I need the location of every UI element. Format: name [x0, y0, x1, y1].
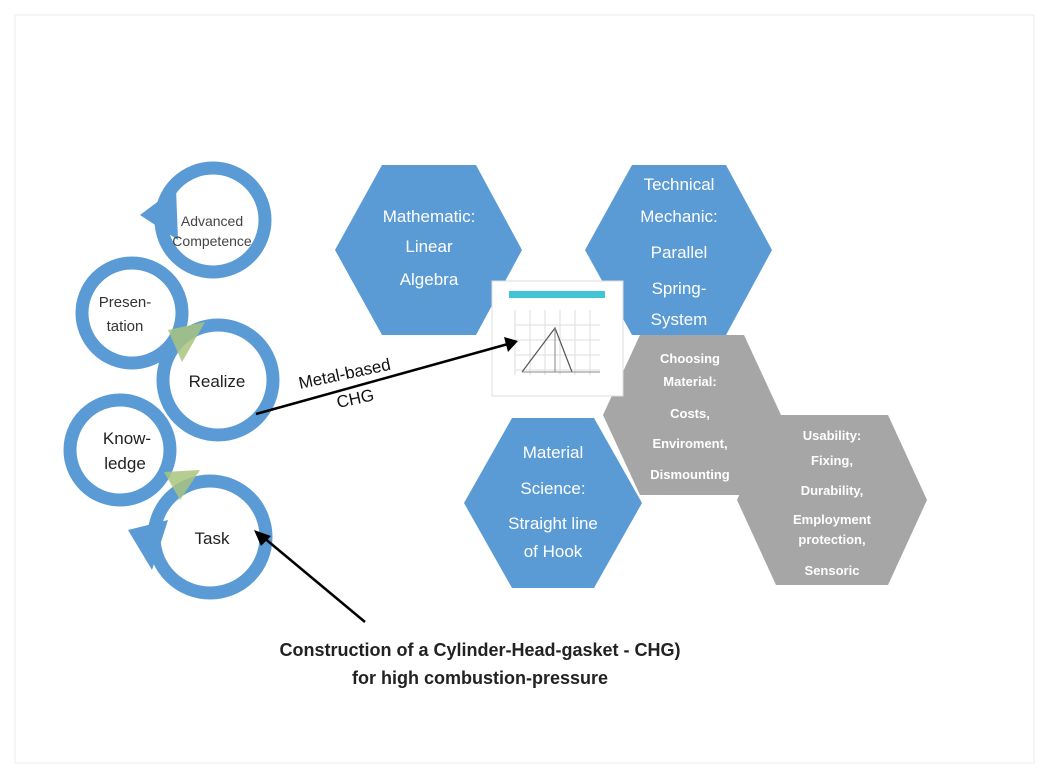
metal-arrow-line: [255, 342, 509, 416]
usability-line-5: protection,: [798, 532, 865, 547]
usability-line-1: Usability:: [803, 428, 862, 443]
hex-mathematic: [335, 165, 522, 335]
caption-line-1: Construction of a Cylinder-Head-gasket -…: [279, 640, 681, 660]
hex-usability: [737, 415, 927, 585]
math-line-1: Mathematic:: [383, 207, 476, 226]
cycle-arrowhead-bottom-icon: [128, 520, 168, 570]
tech-line-4: Spring-: [652, 279, 707, 298]
tech-line-5: System: [651, 310, 708, 329]
learning-cycle: [63, 161, 280, 600]
choosing-line-2: Material:: [663, 374, 716, 389]
material-line-1: Material: [523, 443, 583, 462]
usability-line-3: Durability,: [801, 483, 864, 498]
thumbnail-title-bar: [509, 291, 605, 298]
ring-presentation: [75, 256, 189, 370]
hatched-connector-lower: [164, 470, 200, 500]
usability-line-4: Employment: [793, 512, 872, 527]
cycle-arrowhead-top-icon: [140, 188, 178, 240]
choosing-line-5: Dismounting: [650, 467, 729, 482]
tech-line-3: Parallel: [651, 243, 708, 262]
material-line-4: of Hook: [524, 542, 583, 561]
tech-line-2: Mechanic:: [640, 207, 717, 226]
math-line-3: Algebra: [400, 270, 459, 289]
math-line-2: Linear: [405, 237, 453, 256]
hex-choosing-material: [603, 335, 781, 495]
tech-line-1: Technical: [644, 175, 715, 194]
usability-line-6: Sensoric: [805, 563, 860, 578]
choosing-line-3: Costs,: [670, 406, 710, 421]
task-label: Task: [195, 529, 230, 548]
choosing-line-4: Enviroment,: [652, 436, 727, 451]
material-line-2: Science:: [520, 479, 585, 498]
realize-label: Realize: [189, 372, 246, 391]
graph-thumbnail: [491, 280, 624, 397]
hex-technical-mechanic: [585, 165, 772, 335]
ring-realize: [156, 318, 280, 442]
caption-line-2: for high combustion-pressure: [351, 668, 609, 688]
choosing-line-1: Choosing: [660, 351, 720, 366]
task-arrow-line: [262, 536, 366, 623]
advanced-label-2: Competence: [172, 233, 252, 249]
task-arrowhead-icon: [254, 530, 271, 546]
hatched-connector-upper: [168, 322, 205, 362]
knowledge-label-2: ledge: [104, 454, 146, 473]
arrow-label-1: Metal-based: [297, 355, 392, 393]
usability-line-2: Fixing,: [811, 453, 853, 468]
material-line-3: Straight line: [508, 514, 598, 533]
presentation-label-1: Presen-: [99, 294, 152, 311]
advanced-label-1: Advanced: [181, 213, 243, 229]
ring-knowledge: [63, 393, 177, 507]
page-frame: [14, 14, 1035, 764]
metal-arrowhead-icon: [504, 337, 518, 352]
presentation-label-2: tation: [107, 318, 144, 335]
knowledge-label-1: Know-: [103, 429, 151, 448]
hex-material-science: [464, 418, 642, 588]
